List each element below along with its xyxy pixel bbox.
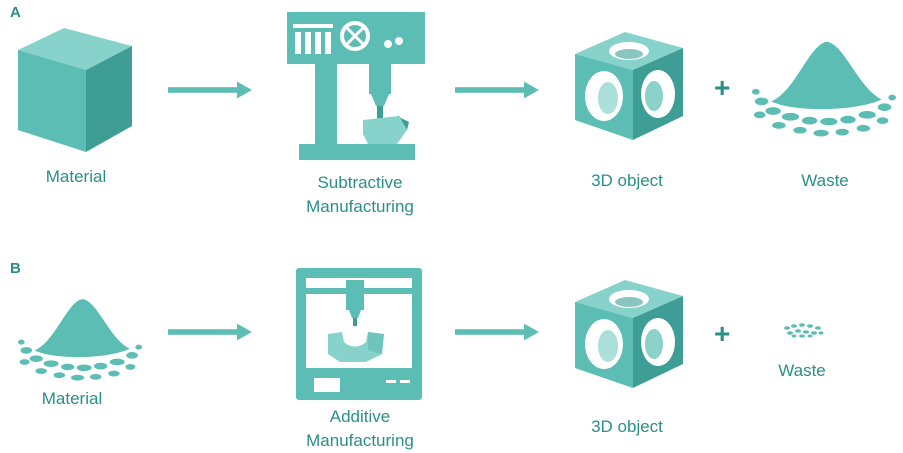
material-label-b: Material (41, 389, 103, 408)
arrow-right-icon (455, 322, 539, 342)
object-label-a: 3D object (591, 171, 663, 190)
arrow-right-icon (168, 80, 252, 100)
waste-label-a: Waste (801, 171, 849, 190)
waste-pile-icon (752, 32, 896, 142)
cnc-mill-icon (287, 12, 425, 160)
process-label-a-line2: Manufacturing (306, 197, 414, 216)
3d-printer-icon (296, 268, 422, 400)
hollow-cube-icon (563, 18, 693, 148)
hollow-cube-icon (563, 266, 693, 396)
plus-sign-a: + (714, 72, 731, 103)
process-label-b-line2: Manufacturing (306, 431, 414, 450)
waste-label-b: Waste (778, 361, 826, 380)
process-label-a-line1: Subtractive (317, 173, 403, 192)
material-label-a: Material (45, 167, 107, 186)
section-label-a: A (10, 4, 21, 21)
arrow-right-icon (455, 80, 539, 100)
object-label-b: 3D object (591, 417, 663, 436)
arrow-right-icon (168, 322, 252, 342)
waste-scrap-icon (784, 323, 824, 338)
powder-pile-icon (18, 292, 142, 384)
cube-icon (18, 28, 132, 152)
process-label-b-line1: Additive (329, 407, 391, 426)
section-label-b: B (10, 260, 21, 277)
plus-sign-b: + (714, 318, 731, 349)
